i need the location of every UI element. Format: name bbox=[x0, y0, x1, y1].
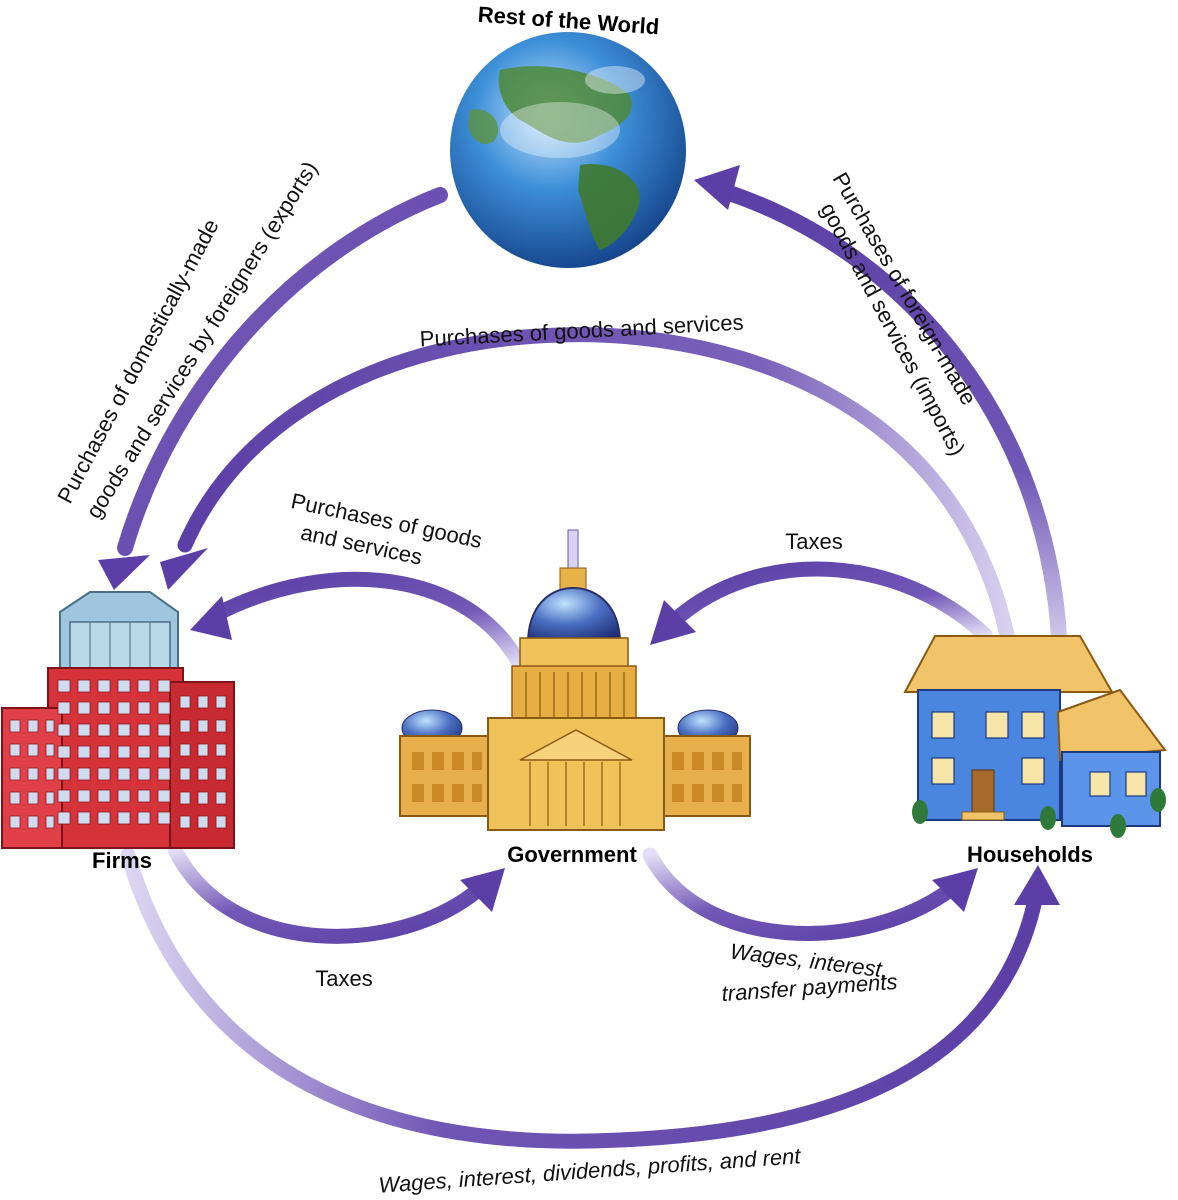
capitol-building-icon bbox=[399, 529, 751, 831]
house-icon bbox=[903, 635, 1167, 838]
flow-arrows bbox=[98, 165, 1068, 1149]
firm-taxes-label: Taxes bbox=[315, 966, 372, 991]
exports-label-line2: goods and services by foreigners (export… bbox=[81, 157, 323, 523]
gov-wages-label-line2: transfer payments bbox=[721, 969, 898, 1006]
exports-label: Purchases of domestically-made goods and… bbox=[52, 157, 322, 523]
government-label: Government bbox=[507, 842, 637, 867]
hh-purchases-arrowhead bbox=[160, 548, 208, 590]
hh-taxes-arrow bbox=[667, 561, 993, 643]
exports-arrow bbox=[117, 187, 448, 556]
globe-icon bbox=[450, 32, 686, 268]
imports-arrow bbox=[712, 182, 1068, 668]
gov-purchases-label: Purchases of goods and services bbox=[289, 488, 484, 570]
gov-wages-arrow bbox=[642, 847, 958, 941]
firm-wages-label: Wages, interest, dividends, profits, and… bbox=[378, 1143, 802, 1197]
hh-taxes-arrowhead bbox=[650, 600, 696, 645]
imports-label-line2: goods and services (imports) bbox=[816, 199, 971, 460]
firm-taxes-arrow bbox=[167, 842, 486, 944]
households-label: Households bbox=[967, 842, 1093, 867]
office-building-icon bbox=[1, 591, 235, 849]
exports-arrowhead bbox=[98, 555, 150, 590]
gov-wages-label: Wages, interest, transfer payments bbox=[721, 938, 898, 1006]
gov-wages-arrowhead bbox=[932, 868, 978, 912]
gov-purchases-arrowhead bbox=[190, 596, 232, 640]
imports-arrowhead bbox=[694, 165, 740, 210]
firm-wages-arrowhead bbox=[1014, 865, 1060, 905]
hh-taxes-label: Taxes bbox=[785, 529, 842, 554]
firms-label: Firms bbox=[92, 848, 152, 873]
firm-taxes-arrowhead bbox=[460, 868, 505, 912]
gov-purchases-arrow bbox=[207, 571, 528, 673]
firm-wages-arrow bbox=[120, 847, 1043, 1149]
imports-label: Purchases of foreign-made goods and serv… bbox=[816, 168, 982, 460]
hh-purchases-arrow bbox=[177, 327, 1018, 658]
